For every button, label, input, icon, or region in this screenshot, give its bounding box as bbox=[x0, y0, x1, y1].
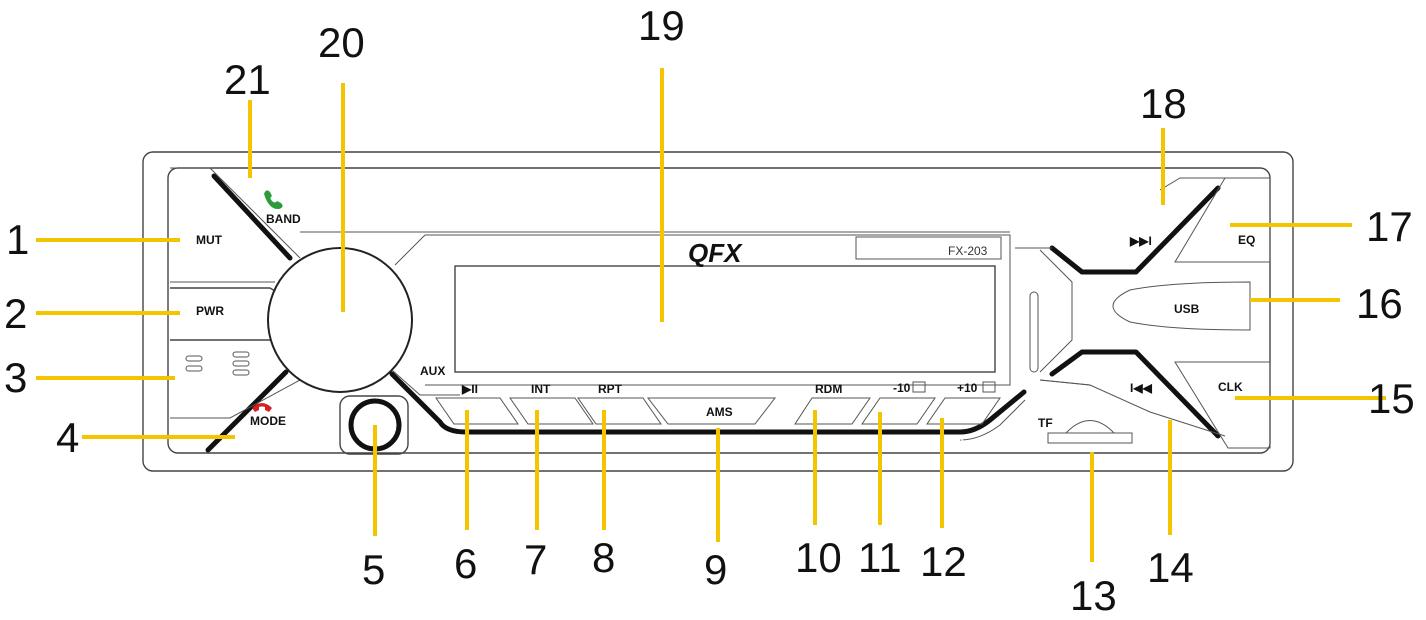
usb-port[interactable] bbox=[1112, 281, 1251, 331]
callout-5: 5 bbox=[362, 546, 385, 593]
callout-19: 19 bbox=[638, 2, 685, 49]
tf-label: TF bbox=[1038, 416, 1053, 430]
preset-button-1[interactable] bbox=[435, 397, 519, 425]
prev-button[interactable] bbox=[1049, 349, 1221, 439]
tf-card-slot[interactable] bbox=[1047, 432, 1133, 444]
callout-2: 2 bbox=[4, 290, 27, 337]
plus10-label: +10 bbox=[957, 381, 978, 395]
model-plate bbox=[855, 236, 1002, 260]
tf-slot-arc bbox=[1065, 420, 1115, 434]
callout-4: 4 bbox=[56, 414, 79, 461]
preset-number-1: 1 bbox=[477, 435, 483, 446]
callout-8: 8 bbox=[592, 534, 615, 581]
callout-numbers: 1 2 3 4 5 6 7 8 9 10 11 12 13 14 15 16 1… bbox=[4, 2, 1415, 619]
callout-3: 3 bbox=[4, 354, 27, 401]
aux-label: AUX bbox=[420, 364, 445, 378]
callout-7: 7 bbox=[524, 536, 547, 583]
folder-down-icon bbox=[912, 381, 926, 393]
callout-10: 10 bbox=[795, 534, 842, 581]
prev-key-outline bbox=[1039, 379, 1226, 437]
preset-number-4: 4 bbox=[821, 435, 827, 446]
preset-rail bbox=[389, 371, 1027, 435]
int-label: INT bbox=[531, 382, 551, 396]
band-label: BAND bbox=[266, 212, 301, 226]
display-bezel bbox=[425, 234, 1011, 386]
preset-button-5[interactable] bbox=[861, 397, 936, 425]
next-label: ▶▶I bbox=[1129, 234, 1152, 248]
eq-label: EQ bbox=[1238, 233, 1255, 247]
callout-17: 17 bbox=[1366, 203, 1413, 250]
callout-20: 20 bbox=[318, 19, 365, 66]
usb-surround bbox=[1039, 249, 1073, 373]
callout-16: 16 bbox=[1356, 280, 1403, 327]
ams-button[interactable] bbox=[646, 397, 777, 425]
callout-11: 11 bbox=[858, 534, 902, 581]
pwr-label: PWR bbox=[196, 304, 224, 318]
preset-button-2[interactable] bbox=[509, 397, 594, 425]
band-bar[interactable] bbox=[211, 173, 293, 261]
callout-9: 9 bbox=[704, 546, 727, 593]
mode-key-outline bbox=[170, 379, 301, 419]
preset-rail-red bbox=[959, 399, 1026, 441]
next-button[interactable] bbox=[1049, 185, 1221, 275]
preset-number-5: 5 bbox=[889, 435, 895, 446]
brand-logo: QFX bbox=[688, 238, 743, 268]
ams-label: AMS bbox=[706, 405, 733, 419]
callout-13: 13 bbox=[1070, 572, 1117, 619]
display-window bbox=[454, 265, 996, 373]
clk-label: CLK bbox=[1218, 380, 1243, 394]
minus10-label: -10 bbox=[893, 381, 911, 395]
callout-14: 14 bbox=[1147, 544, 1194, 591]
mut-label: MUT bbox=[196, 233, 223, 247]
folder-up-icon bbox=[982, 381, 996, 393]
clk-button[interactable] bbox=[1174, 361, 1271, 449]
usb-label: USB bbox=[1174, 302, 1200, 316]
callout-12: 12 bbox=[920, 538, 967, 585]
mode-label: MODE bbox=[250, 414, 286, 428]
band-key-outline bbox=[170, 167, 301, 259]
prev-label: I◀◀ bbox=[1130, 381, 1153, 395]
preset-button-6[interactable] bbox=[926, 397, 1001, 425]
preset-number-2: 2 bbox=[546, 435, 552, 446]
preset-number-3: 3 bbox=[612, 435, 618, 446]
indicator-slot bbox=[1029, 291, 1039, 373]
leader-lines bbox=[36, 68, 1386, 562]
microphone-holes bbox=[185, 351, 250, 376]
callout-15: 15 bbox=[1368, 375, 1415, 422]
eq-button[interactable] bbox=[1174, 177, 1271, 263]
rdm-label: RDM bbox=[815, 382, 842, 396]
hangup-icon bbox=[252, 403, 272, 412]
knob-surround bbox=[391, 234, 460, 396]
callout-18: 18 bbox=[1140, 80, 1187, 127]
callout-6: 6 bbox=[454, 540, 477, 587]
model-label: FX-203 bbox=[948, 244, 988, 258]
rpt-label: RPT bbox=[598, 382, 623, 396]
preset-button-3[interactable] bbox=[577, 397, 662, 425]
preset-button-4[interactable] bbox=[794, 397, 871, 425]
volume-knob[interactable] bbox=[267, 247, 413, 393]
call-icon bbox=[264, 190, 283, 210]
callout-1: 1 bbox=[6, 216, 29, 263]
preset-buttons bbox=[435, 397, 1001, 425]
callout-21: 21 bbox=[224, 56, 271, 103]
play-pause-label: ▶II bbox=[461, 382, 478, 396]
preset-number-6: 6 bbox=[958, 435, 964, 446]
